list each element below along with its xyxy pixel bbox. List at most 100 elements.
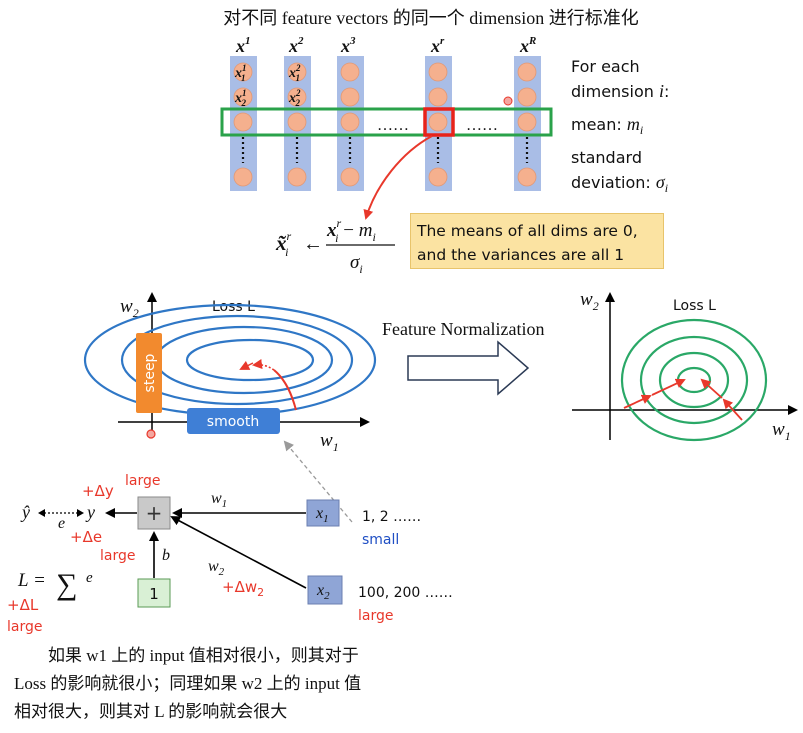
feature-dot bbox=[517, 167, 537, 187]
top-title: 对不同 feature vectors 的同一个 dimension 进行标准化 bbox=[223, 8, 638, 28]
feature-dot bbox=[340, 87, 360, 107]
dimension-annotations: For each dimension i: mean: mi standard … bbox=[571, 57, 669, 195]
large-L-label: large bbox=[7, 619, 42, 635]
vector-header-R: xR bbox=[519, 35, 536, 56]
caption-line-3: 相对很大，则其对 L 的影响就会很大 bbox=[14, 702, 288, 721]
feature-dot bbox=[340, 112, 360, 132]
edge-x2-to-sum bbox=[170, 516, 307, 589]
delta-L-label: +ΔL bbox=[7, 596, 39, 614]
right-contour-3 bbox=[658, 351, 730, 409]
selection-arrow bbox=[363, 135, 433, 220]
delta-y-label: +Δy bbox=[82, 482, 114, 500]
large-y-label: large bbox=[125, 473, 160, 489]
std-text-2: deviation: σi bbox=[571, 172, 668, 195]
y-label: y bbox=[85, 502, 95, 522]
left-y-label: w2 bbox=[120, 296, 139, 320]
left-contour-4 bbox=[185, 338, 315, 382]
feature-dot bbox=[287, 62, 307, 82]
feature-dot bbox=[340, 167, 360, 187]
large-e-label: large bbox=[100, 548, 135, 564]
x1-values: 1, 2 …… bbox=[362, 509, 421, 525]
right-plot-title: Loss L bbox=[673, 298, 716, 314]
note-line-2: and the variances are all 1 bbox=[417, 246, 625, 264]
sum-node bbox=[137, 496, 171, 530]
bias-one-label: 1 bbox=[149, 585, 159, 603]
row-ellipsis-left: …… bbox=[377, 117, 409, 134]
feature-dot bbox=[428, 167, 448, 187]
block-arrow bbox=[407, 340, 530, 396]
feature-dot bbox=[428, 87, 448, 107]
dimension-text: dimension i: bbox=[571, 81, 669, 101]
caption-text: 如果 w1 上的 input 值相对很小，则其对于 Loss 的影响就很小；同理… bbox=[14, 642, 434, 726]
x2-values: 100, 200 …… bbox=[358, 585, 453, 601]
row-ellipsis-right: …… bbox=[466, 117, 498, 134]
edge-y-to-yhat-head-left bbox=[38, 509, 45, 517]
left-contour-3 bbox=[154, 325, 334, 395]
feature-dot bbox=[428, 62, 448, 82]
yhat-label: ŷ bbox=[20, 502, 30, 522]
origin-marker bbox=[146, 429, 156, 439]
vector-headers: x1 x2 x3 xr xR bbox=[235, 35, 536, 56]
x1-node bbox=[306, 499, 340, 527]
gradient-step-right-2 bbox=[651, 378, 686, 396]
x2-node bbox=[307, 575, 343, 605]
left-plot-title: Loss L bbox=[212, 299, 255, 315]
caption-line-2: Loss 的影响就很小；同理如果 w2 上的 input 值 bbox=[14, 674, 362, 693]
right-loss-plot: w2 w1 Loss L bbox=[572, 289, 798, 443]
feature-dot bbox=[287, 112, 307, 132]
x1-size-label: small bbox=[362, 532, 399, 548]
x2-size-label: large bbox=[358, 608, 393, 624]
vector-header-1: x1 bbox=[235, 35, 251, 56]
gradient-step-right-3 bbox=[722, 398, 743, 421]
vector-header-2: x2 bbox=[288, 35, 304, 56]
x2-node-label: x2 bbox=[316, 582, 330, 602]
right-contours bbox=[620, 318, 768, 442]
cursor-dot bbox=[503, 96, 513, 106]
x1-pointer-dashed bbox=[283, 440, 353, 523]
feature-dot bbox=[233, 62, 253, 82]
mean-text: mean: mi bbox=[571, 114, 643, 137]
left-contour-2 bbox=[120, 314, 354, 406]
b-edge-label: b bbox=[162, 547, 170, 564]
for-each-text: For each bbox=[571, 57, 640, 76]
feature-dot bbox=[517, 87, 537, 107]
feature-dot bbox=[287, 87, 307, 107]
formula-arrow: ← bbox=[303, 233, 323, 255]
steep-label: steep bbox=[142, 353, 158, 392]
formula-denominator: σi bbox=[350, 252, 363, 276]
feature-dot bbox=[233, 87, 253, 107]
loss-equation: L = bbox=[17, 570, 46, 591]
bias-one-node bbox=[137, 578, 171, 608]
feature-dot bbox=[340, 62, 360, 82]
computation-graph: + x1 x2 1 ŷ e y w1 w2 b 1, 2 …… small 10… bbox=[7, 473, 453, 635]
loss-sum-e: e bbox=[86, 570, 93, 586]
smooth-label: smooth bbox=[207, 414, 259, 430]
steep-bar bbox=[136, 333, 162, 413]
gradient-step-right-1 bbox=[623, 394, 652, 409]
feature-dot bbox=[233, 112, 253, 132]
e-label: e bbox=[58, 515, 65, 532]
right-x-label: w1 bbox=[772, 419, 791, 443]
loss-sum-symbol: ∑ bbox=[56, 568, 77, 601]
right-contour-1 bbox=[620, 318, 768, 442]
left-contours bbox=[83, 303, 377, 417]
vector-header-r: xr bbox=[430, 35, 445, 56]
x1-node-label: x1 bbox=[315, 505, 329, 525]
left-loss-plot: w2 w1 Loss L steep smooth bbox=[83, 292, 377, 523]
normalization-note: The means of all dims are 0, and the var… bbox=[410, 213, 664, 269]
delta-e-label: +Δe bbox=[70, 528, 102, 546]
feature-dot bbox=[517, 62, 537, 82]
feature-normalization-label: Feature Normalization bbox=[382, 319, 544, 339]
feature-dot bbox=[233, 167, 253, 187]
right-contour-2 bbox=[639, 335, 749, 425]
smooth-bar bbox=[187, 408, 280, 434]
gradient-step-left bbox=[239, 360, 254, 370]
